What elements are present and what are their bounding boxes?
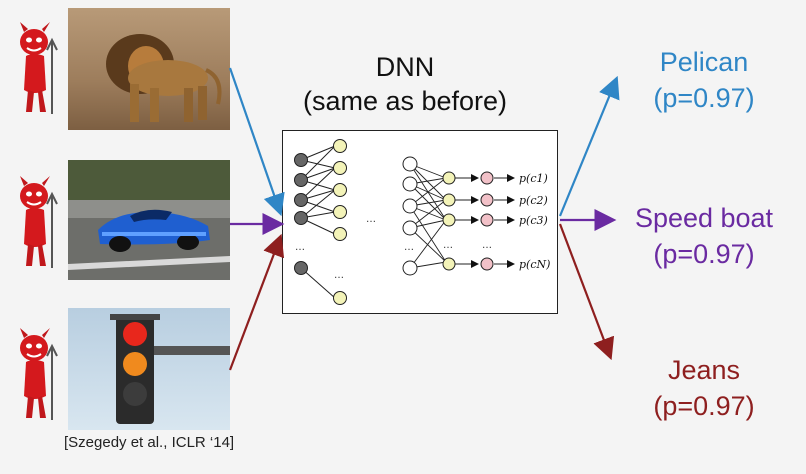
right-layer-nodes bbox=[402, 156, 418, 276]
ellipsis-left-col: … bbox=[295, 242, 305, 253]
ellipsis-right-col: … bbox=[404, 242, 414, 253]
title-line-2: (same as before) bbox=[302, 86, 508, 116]
softmax-nodes bbox=[480, 171, 494, 271]
left-net-edges bbox=[300, 145, 336, 299]
lion-input-arrow bbox=[228, 67, 285, 217]
prob-label-c3: p(c3) bbox=[519, 214, 548, 227]
car-image bbox=[68, 160, 230, 280]
devil-icon bbox=[14, 326, 58, 427]
output-jeans: Jeans (p=0.97) bbox=[618, 352, 790, 424]
output-pelican-prob: (p=0.97) bbox=[653, 83, 755, 113]
output-links bbox=[454, 174, 515, 268]
ellipsis-left-hidden: … bbox=[334, 270, 344, 281]
output-speedboat-label: Speed boat bbox=[634, 203, 774, 233]
devil-icon bbox=[14, 20, 58, 121]
ellipsis-right-hidden: … bbox=[443, 240, 453, 251]
prob-label-c1: p(c1) bbox=[519, 172, 548, 185]
right-hidden-nodes bbox=[442, 171, 456, 271]
output-speedboat-prob: (p=0.97) bbox=[653, 239, 755, 269]
title-line-1: DNN bbox=[375, 52, 435, 82]
prob-label-c2: p(c2) bbox=[519, 194, 548, 207]
prob-label-cn: p(cN) bbox=[519, 258, 550, 271]
output-pelican-label: Pelican bbox=[659, 47, 749, 77]
citation: [Szegedy et al., ICLR ‘14] bbox=[64, 434, 235, 451]
traffic-light-image bbox=[68, 308, 230, 430]
ellipsis-softmax: … bbox=[482, 240, 492, 251]
light-input-arrow bbox=[228, 233, 285, 371]
pelican-output-arrow bbox=[558, 75, 620, 217]
output-pelican: Pelican (p=0.97) bbox=[618, 44, 790, 116]
lion-image bbox=[68, 8, 230, 130]
output-speedboat: Speed boat (p=0.97) bbox=[618, 200, 790, 272]
left-input-nodes bbox=[294, 153, 308, 275]
devil-icon bbox=[14, 174, 58, 275]
output-jeans-label: Jeans bbox=[667, 355, 741, 385]
dnn-title: DNN (same as before) bbox=[270, 50, 540, 118]
ellipsis-middle: … bbox=[366, 214, 376, 225]
left-hidden-nodes bbox=[333, 139, 347, 305]
jeans-output-arrow bbox=[558, 223, 615, 361]
output-jeans-prob: (p=0.97) bbox=[653, 391, 755, 421]
